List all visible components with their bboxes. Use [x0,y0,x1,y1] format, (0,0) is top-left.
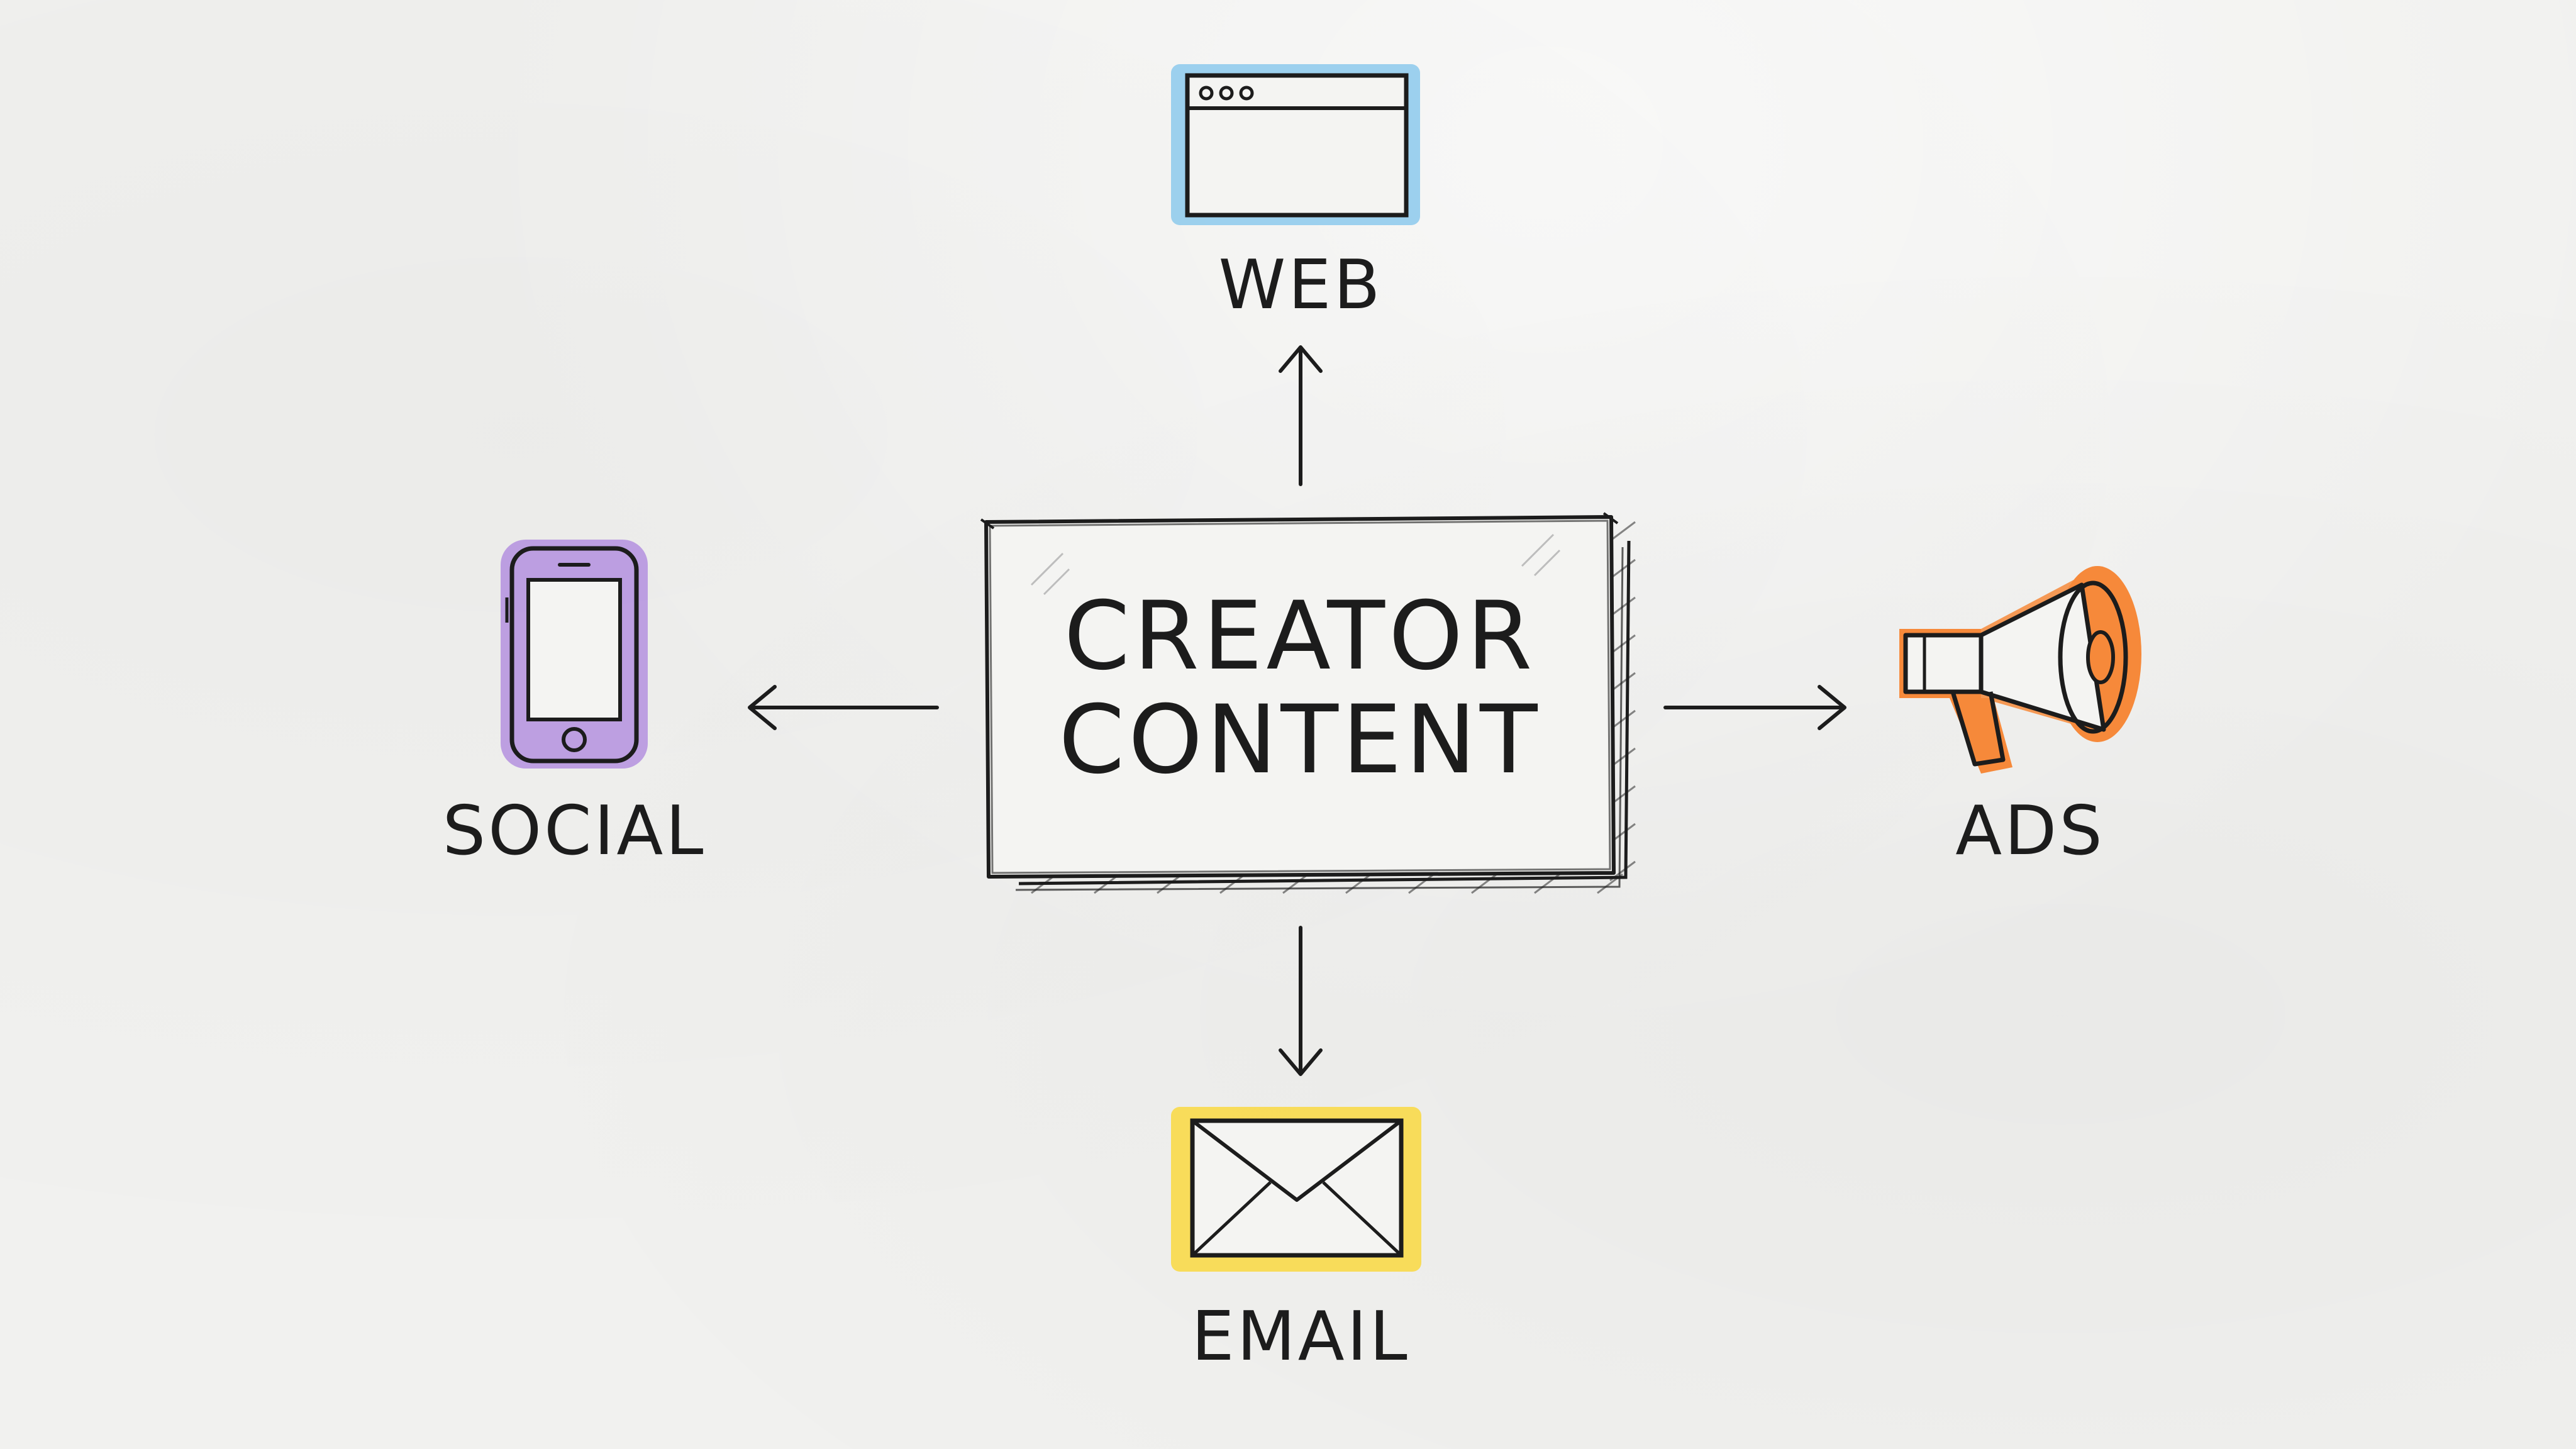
arrow-right [1663,685,1846,730]
smartphone-icon [501,540,648,769]
megaphone-icon [1899,566,2141,774]
center-title-line-2: CONTENT [1058,686,1541,795]
node-label-email: EMAIL [1191,1297,1410,1376]
browser-window-icon [1171,64,1420,225]
arrow-up [1279,345,1323,486]
node-label-ads: ADS [1955,792,2105,870]
center-title-line-1: CREATOR [1063,582,1536,691]
arrow-down [1279,926,1323,1076]
center-box [980,512,1636,894]
envelope-icon [1171,1107,1421,1272]
node-label-web: WEB [1218,246,1383,325]
node-label-social: SOCIAL [442,792,706,870]
center-title: CREATOR CONTENT [986,585,1614,792]
arrow-left [748,685,939,730]
